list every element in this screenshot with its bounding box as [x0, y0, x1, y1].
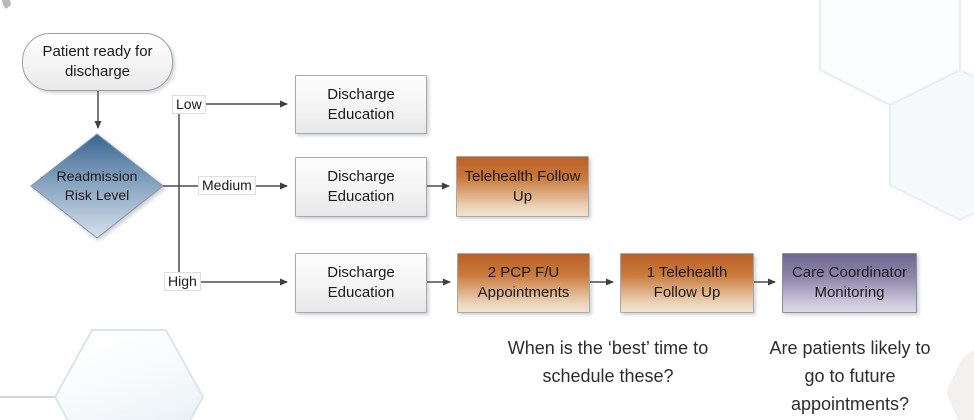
node-label-line1: Discharge	[327, 264, 395, 281]
hexagon-top-right-2	[889, 68, 974, 222]
node-label-line2: Education	[327, 188, 395, 205]
decision-label-line2: Risk Level	[64, 187, 130, 203]
node-label-line1: Discharge	[327, 168, 395, 185]
hexagon-bottom-left	[53, 329, 205, 420]
caption-line: schedule these?	[542, 366, 674, 386]
node-telehealth-followup-medium: Telehealth Follow Up	[456, 156, 589, 217]
start-node-label: Patient ready for discharge	[42, 43, 153, 80]
node-label-line2: Education	[327, 284, 395, 301]
decision-diamond	[30, 133, 164, 239]
caption-schedule-question: When is the ‘best’ time to schedule thes…	[470, 334, 746, 390]
hexagon-bottom-right-sliver	[946, 350, 974, 420]
node-pcp-followup-high: 2 PCP F/U Appointments	[457, 253, 590, 313]
caption-line: Are patients likely to	[769, 338, 931, 358]
corner-artifact	[2, 0, 11, 9]
node-label-line1: Telehealth Follow	[464, 167, 581, 185]
node-discharge-education-medium: Discharge Education	[295, 157, 427, 217]
node-discharge-education-high: Discharge Education	[295, 253, 427, 313]
start-node-patient-ready: Patient ready for discharge	[22, 33, 173, 91]
node-label-line1: Care Coordinator	[791, 264, 908, 281]
node-label-line2: Follow Up	[653, 284, 721, 301]
node-label-line2: Appointments	[477, 284, 570, 301]
caption-line: When is the ‘best’ time to	[507, 338, 709, 358]
branch-label-medium: Medium	[198, 176, 256, 195]
branch-label-low: Low	[172, 95, 206, 114]
caption-line: go to future	[804, 366, 896, 386]
decision-label: Readmission Risk Level	[32, 167, 162, 205]
node-label-line2: Monitoring	[814, 284, 885, 301]
node-label-line1: 2 PCP F/U	[487, 264, 560, 281]
node-care-coordinator-monitoring: Care Coordinator Monitoring	[782, 253, 917, 313]
node-discharge-education-low: Discharge Education	[295, 75, 427, 134]
node-label-line1: 1 Telehealth	[646, 264, 728, 281]
caption-future-appointments-question: Are patients likely to go to future appo…	[750, 334, 950, 418]
node-label-line1: Discharge	[327, 85, 395, 103]
node-label-line2: Up	[512, 187, 533, 205]
node-label-line2: Education	[327, 105, 395, 123]
caption-line: appointments?	[790, 394, 910, 414]
decision-label-line1: Readmission	[56, 168, 138, 184]
node-telehealth-followup-high: 1 Telehealth Follow Up	[620, 253, 754, 313]
branch-label-high: High	[164, 272, 201, 291]
